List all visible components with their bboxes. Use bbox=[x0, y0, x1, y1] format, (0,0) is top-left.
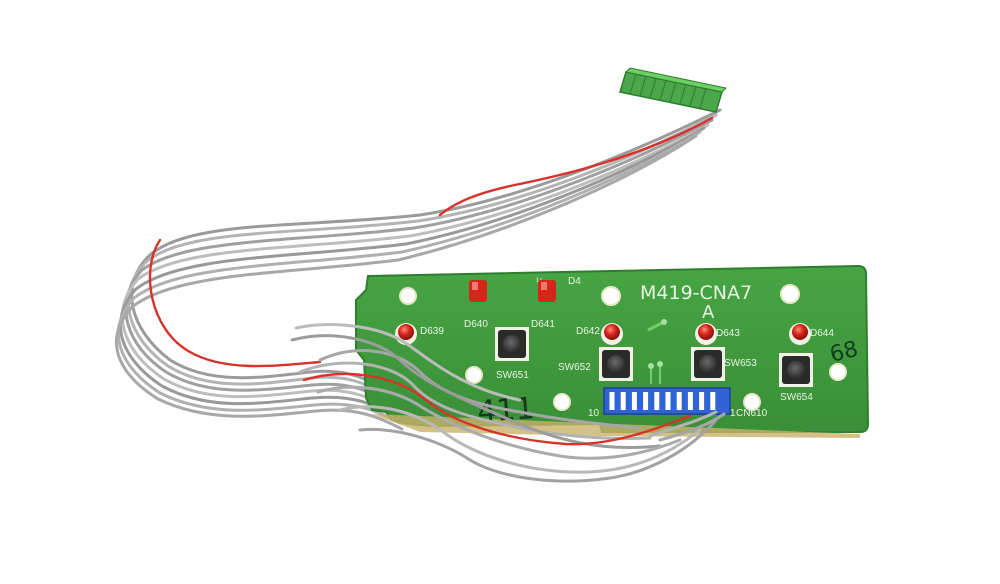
switch-sw651: SW651 bbox=[495, 327, 529, 381]
switch-button bbox=[699, 355, 717, 373]
led-d641: D641 bbox=[531, 280, 556, 330]
switch-label: SW653 bbox=[724, 358, 757, 369]
led-dome bbox=[398, 324, 414, 340]
switch-label: SW654 bbox=[780, 392, 813, 403]
header-pin bbox=[631, 392, 637, 410]
wire-loop-back bbox=[115, 108, 722, 431]
header-pin bbox=[699, 392, 705, 410]
led-d644: D644 bbox=[789, 323, 834, 345]
switch-label: SW652 bbox=[558, 362, 591, 373]
led-label: D639 bbox=[420, 326, 444, 337]
header-pin bbox=[676, 392, 682, 410]
header-pin bbox=[654, 392, 660, 410]
led-highlight bbox=[472, 282, 478, 290]
led-d642: D642 bbox=[576, 323, 623, 345]
led-label: D644 bbox=[810, 328, 834, 339]
wire-loop-front bbox=[290, 323, 726, 483]
led-label: D642 bbox=[576, 326, 600, 337]
led-label: D640 bbox=[464, 319, 488, 330]
switch-sw653: SW653 bbox=[691, 347, 757, 381]
header-pin bbox=[609, 392, 615, 410]
header-pin bbox=[620, 392, 626, 410]
header-pin bbox=[643, 392, 649, 410]
part-number: M419-CNA7 bbox=[640, 282, 752, 304]
connector-label: CN610 bbox=[736, 408, 768, 419]
header-pin bbox=[710, 392, 716, 410]
switch-button bbox=[503, 335, 521, 353]
revision-mark: A bbox=[702, 302, 715, 323]
switch-label: SW651 bbox=[496, 370, 529, 381]
switch-button bbox=[787, 361, 805, 379]
led-dome bbox=[698, 324, 714, 340]
pin-first-label: 10 bbox=[588, 408, 600, 419]
switch-sw654: SW654 bbox=[779, 353, 813, 403]
led-d640: D640 bbox=[464, 280, 488, 330]
led-label: D643 bbox=[716, 328, 740, 339]
switch-button bbox=[607, 355, 625, 373]
led-d643: D643 bbox=[695, 323, 740, 345]
led-dome bbox=[792, 324, 808, 340]
green-plug bbox=[619, 67, 728, 113]
switch-sw652: SW652 bbox=[558, 347, 633, 381]
header-connector bbox=[603, 387, 731, 415]
pin-last-label: 1 bbox=[730, 408, 736, 419]
top-mark: D4 bbox=[568, 276, 581, 287]
led-highlight bbox=[541, 282, 547, 290]
header-pins bbox=[609, 392, 716, 410]
header-pin bbox=[687, 392, 693, 410]
led-label: D641 bbox=[531, 319, 555, 330]
led-dome bbox=[604, 324, 620, 340]
header-pin bbox=[665, 392, 671, 410]
